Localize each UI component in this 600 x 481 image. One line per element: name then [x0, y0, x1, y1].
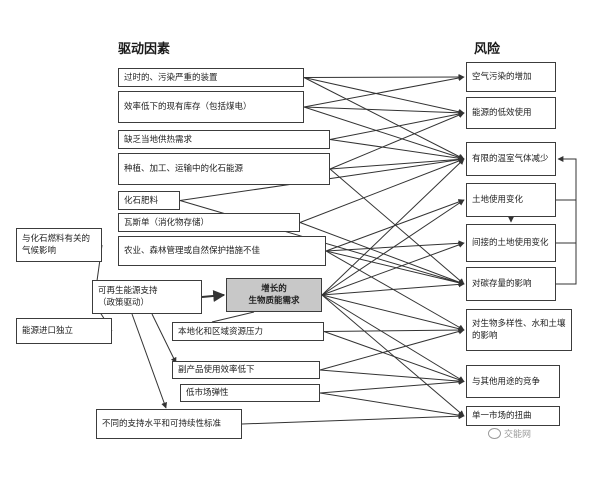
connector-driver-to-risk [303, 74, 465, 81]
connector-policy-to-center [201, 290, 226, 302]
input-energy-import-independence: 能源进口独立 [16, 318, 112, 344]
connector-center-to-risk [321, 294, 465, 332]
driver-outdated-plants: 过时的、污染严重的装置 [118, 68, 304, 87]
risk-competing-uses: 与其他用途的竞争 [466, 365, 560, 398]
watermark: 交能网 [488, 427, 531, 440]
feedback-carbon-to-ghg [556, 200, 577, 285]
connector-center-to-risk [321, 199, 465, 296]
driver-digestate-storage: 瓦斯单（消化物存储） [118, 213, 300, 232]
connector-center-to-risk [321, 294, 465, 382]
input-fossil-climate-impact: 与化石燃料有关的气候影响 [16, 228, 102, 262]
connector-driver-to-risk [319, 392, 465, 419]
driver-support-standards: 不同的支持水平和可持续性标准 [96, 409, 242, 439]
driver-inefficient-stock: 效率低下的现有库存（包括煤电） [118, 91, 304, 123]
risk-carbon-stock-impact: 对碳存量的影响 [466, 267, 556, 301]
connector-center-to-pressure [211, 311, 255, 323]
connector-driver-to-risk [325, 240, 465, 252]
watermark-text: 交能网 [504, 430, 532, 440]
connector-driver-to-risk [323, 327, 465, 334]
connector-driver-to-risk [329, 139, 465, 162]
driver-resource-pressure: 本地化和区域资源压力 [172, 322, 324, 341]
connector-driver-to-risk [329, 112, 465, 170]
connector-driver-to-risk [329, 111, 465, 140]
connector-driver-to-risk [319, 328, 465, 371]
driver-no-heat-demand: 缺乏当地供热需求 [118, 130, 330, 149]
risk-land-use-change: 土地使用变化 [466, 183, 556, 217]
driver-fossil-fertilizer: 化石肥料 [118, 191, 180, 210]
risk-market-distortion: 单一市场的扭曲 [466, 406, 560, 426]
connector-driver-to-risk [319, 378, 465, 394]
connector-driver-to-risk [325, 199, 465, 252]
connector-center-to-risk [321, 294, 465, 417]
connector-driver-to-risk [323, 331, 465, 383]
chat-bubble-icon [488, 428, 501, 439]
connector-driver-to-risk [325, 250, 465, 331]
risk-air-pollution: 空气污染的增加 [466, 62, 556, 92]
driver-byproduct-inefficiency: 副产品使用效率低下 [172, 361, 320, 379]
connector-driver-to-risk [319, 369, 465, 385]
connector-driver-to-risk [325, 250, 465, 286]
connector-driver-to-risk [303, 75, 465, 108]
risk-inefficient-energy-use: 能源的低效使用 [466, 97, 556, 129]
feedback-land-to-ghg [556, 156, 577, 201]
risk-indirect-land-use-change: 间接的土地使用变化 [466, 224, 556, 262]
connector-driver-to-risk [329, 168, 465, 285]
risk-biodiversity-water-soil: 对生物多样性、水和土壤的影响 [466, 309, 572, 351]
connector-driver-to-risk [303, 106, 465, 116]
drivers-header: 驱动因素 [118, 42, 171, 57]
driver-poor-management: 农业、森林管理或自然保护措施不佳 [118, 236, 326, 266]
connector-standards-to-distortion [241, 413, 465, 425]
connector-center-to-risk [321, 281, 465, 296]
driver-low-market-elasticity: 低市场弹性 [180, 384, 320, 402]
risk-limited-ghg-reduction: 有限的温室气体减少 [466, 142, 556, 176]
policy-renewable-support: 可再生能源支持 （政策驱动） [92, 280, 202, 314]
connector-policy-to-standards [131, 313, 167, 409]
connector-center-to-risk [321, 158, 465, 296]
connector-driver-to-risk [329, 156, 465, 170]
connector-center-to-risk [321, 242, 465, 296]
risks-header: 风险 [474, 42, 501, 57]
central-biomass-demand: 增长的 生物质能需求 [226, 278, 322, 312]
driver-fossil-energy-chain: 种植、加工、运输中的化石能源 [118, 153, 330, 185]
connector-driver-to-risk [303, 77, 465, 115]
